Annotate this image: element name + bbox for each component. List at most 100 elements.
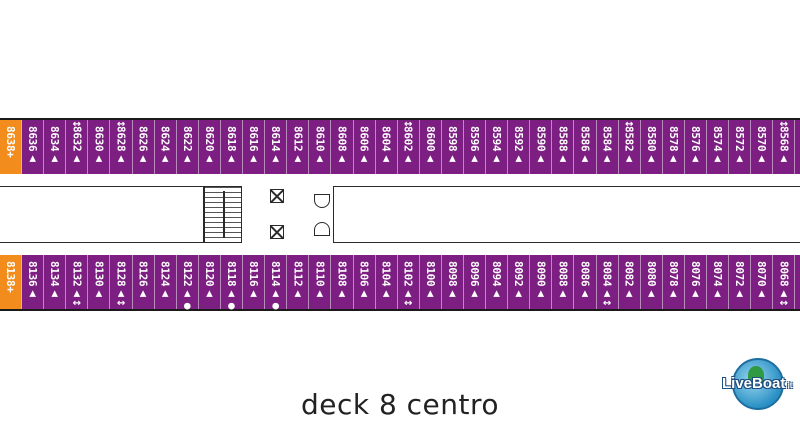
- cabin-number: 8602▲: [401, 126, 415, 164]
- cabin-8078[interactable]: 8078▲: [662, 255, 685, 309]
- cabin-8128[interactable]: ↔8128▲: [110, 255, 133, 309]
- cabin-8070[interactable]: 8070▲: [751, 255, 774, 309]
- cabin-8608[interactable]: 8608▲: [331, 120, 354, 174]
- cabin-8100[interactable]: 8100▲: [419, 255, 442, 309]
- cabin-number: 8638+: [4, 126, 18, 158]
- cabin-8138[interactable]: 8138+: [0, 255, 23, 309]
- cabin-number: 8132▲: [70, 261, 84, 299]
- cabin-8626[interactable]: 8626▲: [132, 120, 155, 174]
- cabin-number: 8116▲: [247, 261, 261, 299]
- cabin-8622[interactable]: 8622▲: [176, 120, 199, 174]
- cabin-8080[interactable]: 8080▲: [640, 255, 663, 309]
- cabin-8112[interactable]: 8112▲: [287, 255, 310, 309]
- cabin-8134[interactable]: 8134▲: [44, 255, 67, 309]
- cabin-8066[interactable]: 8066▲: [795, 255, 800, 309]
- cabin-8114[interactable]: 8114▲●: [265, 255, 288, 312]
- cabin-8636[interactable]: 8636▲: [22, 120, 45, 174]
- cabin-8570[interactable]: 8570▲: [751, 120, 774, 174]
- cabin-8586[interactable]: 8586▲: [574, 120, 597, 174]
- elevator-icon: [270, 189, 284, 203]
- cabin-8124[interactable]: 8124▲: [154, 255, 177, 309]
- cabin-8106[interactable]: 8106▲: [353, 255, 376, 309]
- cabin-8086[interactable]: 8086▲: [574, 255, 597, 309]
- cabin-8136[interactable]: 8136▲: [22, 255, 45, 309]
- cabin-number: 8604▲: [379, 126, 393, 164]
- cabin-8084[interactable]: ↔8084▲: [596, 255, 619, 309]
- logo-suffix: .it: [785, 381, 793, 390]
- cabin-number: 8630▲: [92, 126, 106, 164]
- cabin-8614[interactable]: 8614▲: [265, 120, 288, 174]
- cabin-8126[interactable]: 8126▲: [132, 255, 155, 309]
- cabin-8620[interactable]: 8620▲: [198, 120, 221, 174]
- cabin-8632[interactable]: ↔8632▲: [66, 120, 89, 174]
- cabin-8630[interactable]: 8630▲: [88, 120, 111, 174]
- cabin-8098[interactable]: 8098▲: [441, 255, 464, 309]
- cabin-8612[interactable]: 8612▲: [287, 120, 310, 174]
- cabin-8582[interactable]: ↔8582▲: [618, 120, 641, 174]
- cabin-8604[interactable]: 8604▲: [375, 120, 398, 174]
- cabin-number: 8090▲: [534, 261, 548, 299]
- cabin-8132[interactable]: ↔8132▲: [66, 255, 89, 309]
- cabin-number: 8628▲: [114, 126, 128, 164]
- cabin-8600[interactable]: 8600▲: [419, 120, 442, 174]
- cabin-8580[interactable]: 8580▲: [640, 120, 663, 174]
- cabin-8092[interactable]: 8092▲: [508, 255, 531, 309]
- cabin-8104[interactable]: 8104▲: [375, 255, 398, 309]
- cabin-8130[interactable]: 8130▲: [88, 255, 111, 309]
- connecting-door-icon: ↔: [72, 298, 82, 309]
- cabin-8068[interactable]: ↔8068▲: [773, 255, 796, 309]
- staircase: [204, 186, 242, 243]
- cabin-8566[interactable]: 8566▲: [795, 120, 800, 174]
- cabin-8592[interactable]: 8592▲: [508, 120, 531, 174]
- cabin-8108[interactable]: 8108▲: [331, 255, 354, 309]
- cabin-8590[interactable]: 8590▲: [530, 120, 553, 174]
- cabin-8568[interactable]: ↔8568▲: [773, 120, 796, 174]
- cabin-8122[interactable]: 8122▲●: [176, 255, 199, 312]
- cabin-8578[interactable]: 8578▲: [662, 120, 685, 174]
- cabin-8072[interactable]: 8072▲: [729, 255, 752, 309]
- door-icon: [314, 222, 330, 236]
- cabin-8584[interactable]: 8584▲: [596, 120, 619, 174]
- cabin-8096[interactable]: 8096▲: [463, 255, 487, 309]
- cabin-8102[interactable]: ↔8102▲: [397, 255, 420, 309]
- cabin-number: 8626▲: [136, 126, 150, 164]
- cabin-8624[interactable]: 8624▲: [154, 120, 177, 174]
- cabin-number: 8114▲●: [269, 261, 283, 312]
- cabin-number: 8612▲: [291, 126, 305, 164]
- cabin-number: 8128▲: [114, 261, 128, 299]
- cabin-8090[interactable]: 8090▲: [530, 255, 553, 309]
- cabin-8616[interactable]: 8616▲: [243, 120, 266, 174]
- cabin-8594[interactable]: 8594▲: [486, 120, 509, 174]
- connecting-door-icon: ↔: [116, 298, 126, 309]
- cabin-8082[interactable]: 8082▲: [618, 255, 641, 309]
- cabin-number: 8082▲: [622, 261, 636, 299]
- cabin-8118[interactable]: 8118▲●: [220, 255, 244, 312]
- cabin-8596[interactable]: 8596▲: [463, 120, 487, 174]
- cabin-8576[interactable]: 8576▲: [684, 120, 707, 174]
- cabin-8602[interactable]: ↔8602▲: [397, 120, 420, 174]
- cabin-8074[interactable]: 8074▲: [707, 255, 730, 309]
- cabin-8628[interactable]: ↔8628▲: [110, 120, 133, 174]
- cabin-number: 8632▲: [70, 126, 84, 164]
- cabin-8610[interactable]: 8610▲: [309, 120, 332, 174]
- cabin-number: 8100▲: [423, 261, 437, 299]
- cabin-8076[interactable]: 8076▲: [684, 255, 707, 309]
- cabin-8634[interactable]: 8634▲: [44, 120, 67, 174]
- cabin-8572[interactable]: 8572▲: [729, 120, 752, 174]
- cabin-8618[interactable]: 8618▲: [220, 120, 244, 174]
- cabin-number: 8580▲: [644, 126, 658, 164]
- cabin-number: 8568▲: [777, 126, 791, 164]
- cabin-number: 8130▲: [92, 261, 106, 299]
- cabin-8574[interactable]: 8574▲: [707, 120, 730, 174]
- cabin-8116[interactable]: 8116▲: [243, 255, 266, 309]
- cabin-8094[interactable]: 8094▲: [486, 255, 509, 309]
- cabin-8588[interactable]: 8588▲: [552, 120, 575, 174]
- cabin-number: 8614▲: [269, 126, 283, 164]
- cabin-8638[interactable]: 8638+: [0, 120, 23, 174]
- cabin-8088[interactable]: 8088▲: [552, 255, 575, 309]
- cabin-8606[interactable]: 8606▲: [353, 120, 376, 174]
- cabin-number: 8108▲: [335, 261, 349, 299]
- cabin-8598[interactable]: 8598▲: [441, 120, 464, 174]
- cabin-8120[interactable]: 8120▲: [198, 255, 221, 309]
- cabin-8110[interactable]: 8110▲: [309, 255, 332, 309]
